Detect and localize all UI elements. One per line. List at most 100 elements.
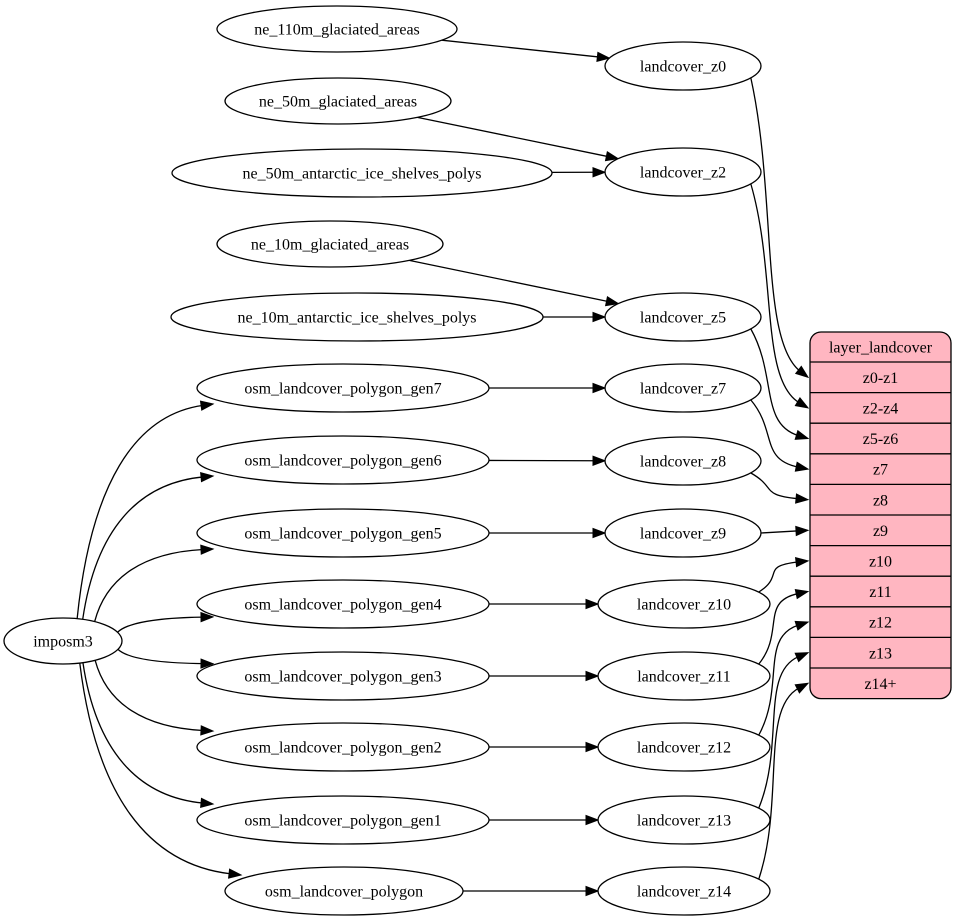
node-osm_landcover_polygon_gen5-shape: [196, 508, 490, 558]
edge-line: [94, 660, 204, 732]
table-row-label-z13: z13: [869, 645, 892, 662]
edge-line: [117, 648, 204, 665]
node-landcover_z0-label: landcover_z0: [640, 59, 726, 76]
node-ne_110m_glaciated_areas-label: ne_110m_glaciated_areas: [254, 22, 420, 39]
edge-arrowhead: [592, 311, 607, 323]
edge-imposm3-to-osm_landcover_polygon_gen3: [117, 648, 215, 669]
node-ne_110m_glaciated_areas-shape: [216, 5, 458, 53]
node-ne_50m_glaciated_areas-shape: [224, 77, 452, 125]
node-landcover_z12-label: landcover_z12: [637, 740, 731, 757]
edge-line: [441, 39, 599, 58]
edge-osm_landcover_polygon_gen6-to-landcover_z8: [488, 455, 607, 466]
edge-osm_landcover_polygon_gen3-to-landcover_z11: [489, 670, 600, 682]
node-landcover_z10-label: landcover_z10: [637, 597, 731, 614]
node-landcover_z7-shape: [604, 363, 762, 413]
edge-line: [758, 561, 799, 593]
table-row-label-z5-z6: z5-z6: [863, 431, 899, 448]
edge-imposm3-to-osm_landcover_polygon_gen1: [82, 662, 215, 809]
edge-arrowhead: [585, 598, 600, 610]
edge-line: [758, 592, 799, 665]
node-landcover_z12-shape: [597, 722, 771, 772]
edge-line: [760, 530, 798, 534]
edge-landcover_z12-to-layer_landcover-row-8: [758, 620, 810, 736]
node-landcover_z5: landcover_z5: [604, 292, 762, 342]
node-landcover_z9: landcover_z9: [604, 508, 762, 558]
node-landcover_z2-label: landcover_z2: [640, 165, 726, 182]
node-osm_landcover_polygon_gen7: osm_landcover_polygon_gen7: [196, 363, 490, 413]
node-landcover_z13-label: landcover_z13: [637, 813, 731, 830]
node-landcover_z9-shape: [604, 508, 762, 558]
node-landcover_z8-shape: [604, 436, 762, 486]
node-landcover_z8: landcover_z8: [604, 436, 762, 486]
node-landcover_z14: landcover_z14: [597, 866, 771, 916]
node-ne_10m_glaciated_areas-shape: [216, 220, 444, 268]
edge-line: [750, 77, 801, 372]
edge-arrowhead: [592, 527, 607, 539]
edge-landcover_z5-to-layer_landcover-row-2: [750, 328, 810, 440]
table-row-label-z10: z10: [869, 554, 892, 571]
node-ne_10m_glaciated_areas-label: ne_10m_glaciated_areas: [251, 237, 409, 254]
edge-line: [76, 404, 204, 619]
table-row-label-z12: z12: [869, 615, 892, 632]
table-row-label-z8: z8: [873, 492, 888, 509]
node-osm_landcover_polygon_gen2: osm_landcover_polygon_gen2: [196, 722, 490, 772]
edge-ne_110m_glaciated_areas-to-landcover_z0: [441, 39, 611, 62]
node-osm_landcover_polygon_gen6-label: osm_landcover_polygon_gen6: [244, 453, 441, 470]
node-landcover_z7-label: landcover_z7: [640, 381, 726, 398]
edge-line: [750, 472, 799, 500]
node-osm_landcover_polygon_gen6: osm_landcover_polygon_gen6: [196, 435, 490, 485]
edge-landcover_z13-to-layer_landcover-row-9: [758, 652, 810, 809]
node-osm_landcover_polygon_gen1-label: osm_landcover_polygon_gen1: [244, 813, 441, 830]
edge-arrowhead: [200, 471, 215, 483]
edge-arrowhead: [200, 611, 215, 623]
node-landcover_z10: landcover_z10: [597, 579, 771, 629]
node-landcover_z5-label: landcover_z5: [640, 310, 726, 327]
node-landcover_z9-label: landcover_z9: [640, 526, 726, 543]
edge-imposm3-to-osm_landcover_polygon_gen7: [76, 400, 215, 619]
edge-arrowhead: [585, 670, 600, 682]
edge-arrowhead: [200, 658, 215, 669]
node-imposm3: imposm3: [3, 617, 123, 665]
edge-imposm3-to-osm_landcover_polygon_gen5: [94, 544, 215, 622]
edge-landcover_z10-to-layer_landcover-row-6: [758, 557, 810, 593]
node-ne_10m_glaciated_areas: ne_10m_glaciated_areas: [216, 220, 444, 268]
node-landcover_z12: landcover_z12: [597, 722, 771, 772]
edge-arrowhead: [794, 429, 810, 440]
node-osm_landcover_polygon_gen5: osm_landcover_polygon_gen5: [196, 508, 490, 558]
node-osm_landcover_polygon_gen7-shape: [196, 363, 490, 413]
edge-osm_landcover_polygon_gen2-to-landcover_z12: [489, 741, 600, 753]
node-imposm3-label: imposm3: [33, 634, 93, 651]
node-landcover_z13: landcover_z13: [597, 795, 771, 845]
edge-arrowhead: [227, 868, 243, 879]
edge-imposm3-to-osm_landcover_polygon: [79, 662, 243, 879]
node-osm_landcover_polygon_gen1: osm_landcover_polygon_gen1: [196, 795, 490, 845]
edge-ne_10m_antarctic_ice_shelves_polys-to-landcover_z5: [543, 311, 607, 323]
edge-osm_landcover_polygon-to-landcover_z14: [463, 885, 600, 897]
node-ne_50m_glaciated_areas-label: ne_50m_glaciated_areas: [259, 94, 417, 111]
edge-line: [758, 655, 800, 809]
node-landcover_z13-shape: [597, 795, 771, 845]
node-ne_110m_glaciated_areas: ne_110m_glaciated_areas: [216, 5, 458, 53]
edge-line: [758, 687, 800, 880]
edge-ne_10m_glaciated_areas-to-landcover_z5: [409, 259, 620, 307]
edge-imposm3-to-osm_landcover_polygon_gen2: [94, 660, 215, 736]
edge-arrowhead: [795, 493, 810, 504]
node-osm_landcover_polygon-label: osm_landcover_polygon: [265, 884, 423, 901]
edge-arrowhead: [794, 461, 810, 472]
node-landcover_z2-shape: [604, 147, 762, 197]
edge-imposm3-to-osm_landcover_polygon_gen6: [82, 471, 215, 620]
node-landcover_z11: landcover_z11: [597, 651, 771, 701]
edge-landcover_z11-to-layer_landcover-row-7: [758, 588, 810, 665]
edge-arrowhead: [795, 557, 810, 568]
edge-line: [79, 662, 232, 875]
node-osm_landcover_polygon_gen4-label: osm_landcover_polygon_gen4: [244, 597, 441, 614]
edge-imposm3-to-osm_landcover_polygon_gen4: [117, 611, 215, 633]
table-row-label-z2-z4: z2-z4: [863, 401, 899, 418]
node-landcover_z14-shape: [597, 866, 771, 916]
node-landcover_z10-shape: [597, 579, 771, 629]
edge-arrowhead: [604, 151, 620, 162]
edge-arrowhead: [200, 544, 215, 555]
node-osm_landcover_polygon_gen4-shape: [196, 579, 490, 629]
node-landcover_z11-label: landcover_z11: [637, 669, 731, 686]
